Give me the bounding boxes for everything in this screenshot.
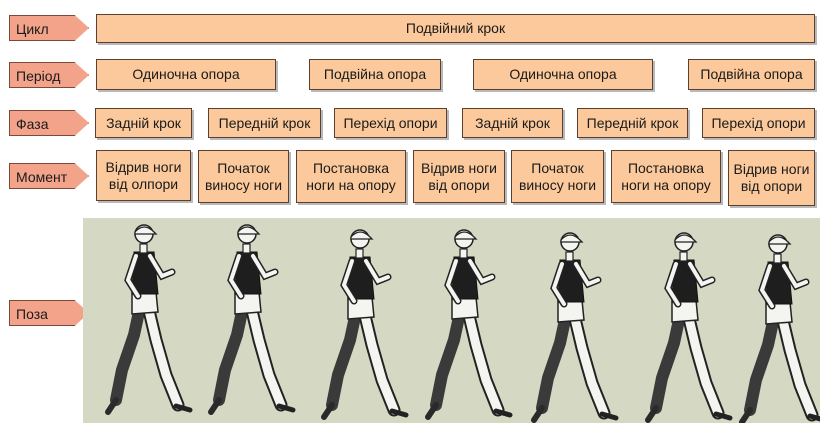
row-label-pose: Поза	[9, 300, 89, 326]
moment-box: Початок виносу ноги	[511, 150, 604, 203]
moment-line: Відрив ноги	[733, 161, 810, 177]
moment-line: Відрив ноги	[105, 158, 182, 175]
walker-figure	[534, 233, 616, 420]
moment-line: ноги на опору	[306, 176, 396, 193]
walker-figure	[648, 233, 730, 420]
phase-box: Передній крок	[577, 108, 688, 138]
period-box: Одиночна опора	[473, 59, 653, 90]
moment-line: виносу ноги	[518, 176, 597, 193]
period-box: Подвійна опора	[688, 59, 815, 90]
row-label-period: Період	[9, 62, 89, 88]
moment-line: ноги на опору	[621, 176, 711, 193]
phase-box: Задній крок	[462, 108, 563, 138]
moment-box: Відрив ноги від опори	[413, 150, 505, 203]
moment-line: Відрив ноги	[421, 159, 497, 176]
moment-box: Відрив ноги від олпори	[96, 150, 191, 201]
moment-line: від опори	[428, 176, 490, 193]
moment-box: Постановка ноги на опору	[296, 150, 406, 203]
moment-line: Початок	[217, 159, 270, 176]
moment-box: Відрив ноги від опори	[728, 150, 815, 206]
cycle-box: Подвійний крок	[96, 14, 815, 43]
phase-box: Перехід опори	[334, 108, 447, 138]
walker-figure	[108, 225, 190, 412]
walker-figure	[742, 235, 820, 422]
phase-box: Передній крок	[208, 108, 321, 138]
moment-line: від опори	[740, 178, 803, 194]
walker-figure	[324, 230, 406, 417]
moment-box: Початок виносу ноги	[198, 150, 289, 203]
period-box: Подвійна опора	[309, 59, 441, 90]
row-label-phase: Фаза	[9, 110, 89, 136]
moment-line: Постановка	[312, 159, 390, 176]
phase-box: Перехід опори	[702, 108, 815, 138]
moment-line: від олпори	[108, 175, 179, 192]
walker-figure	[428, 230, 510, 417]
walker-figure	[211, 225, 293, 412]
moment-box: Постановка ноги на опору	[611, 150, 721, 203]
moment-line: виносу ноги	[204, 176, 283, 193]
period-box: Одиночна опора	[96, 59, 276, 90]
row-label-cycle: Цикл	[9, 15, 89, 41]
moment-line: Початок	[531, 159, 584, 176]
phase-box: Задній крок	[95, 108, 192, 138]
row-label-moment: Момент	[9, 163, 89, 189]
moment-line: Постановка	[627, 159, 705, 176]
